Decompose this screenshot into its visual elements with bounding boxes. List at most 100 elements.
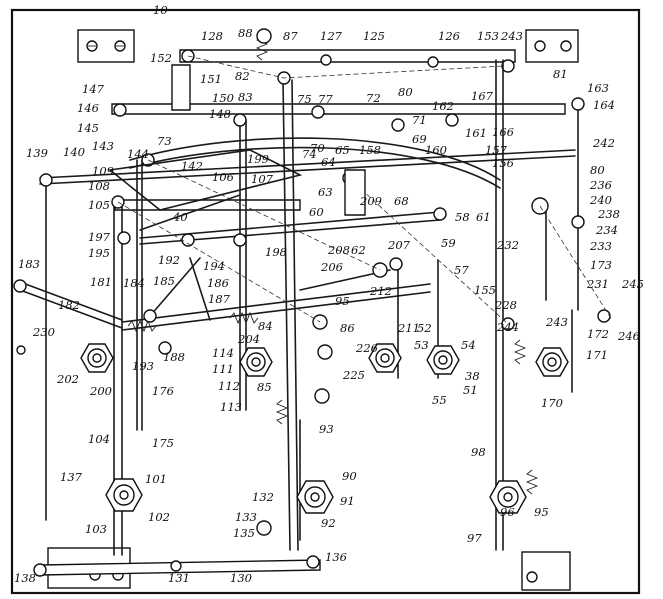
reference-numeral: 71 (412, 113, 427, 127)
reference-numeral: 93 (319, 422, 334, 436)
reference-numeral: 230 (32, 325, 55, 339)
reference-numeral: 83 (238, 90, 253, 104)
reference-numeral: 151 (200, 72, 222, 86)
reference-numeral: 101 (145, 472, 167, 486)
reference-numeral: 114 (212, 346, 234, 360)
reference-numeral: 166 (492, 125, 514, 139)
pivot-pins (13, 28, 611, 536)
reference-numeral: 74 (302, 147, 317, 161)
reference-numeral: 144 (127, 147, 149, 161)
reference-numeral: 105 (88, 198, 110, 212)
reference-numeral: 106 (212, 170, 234, 184)
reference-numeral: 188 (163, 350, 185, 364)
reference-numeral: 60 (309, 205, 324, 219)
reference-numeral: 163 (587, 81, 609, 95)
reference-numeral: 87 (283, 29, 298, 43)
reference-numeral: 143 (92, 139, 114, 153)
reference-numeral: 80 (590, 163, 605, 177)
reference-numeral: 70 (310, 141, 325, 155)
reference-numeral: 91 (340, 494, 355, 508)
reference-numeral: 62 (351, 243, 366, 257)
reference-numeral: 158 (359, 143, 381, 157)
reference-numeral: 243 (545, 315, 568, 329)
reference-numeral: 172 (587, 327, 609, 341)
reference-numeral: 199 (247, 152, 269, 166)
reference-numeral: 236 (589, 178, 612, 192)
reference-numeral: 183 (18, 257, 40, 271)
reference-numeral: 96 (500, 505, 515, 519)
reference-numeral: 160 (425, 143, 447, 157)
reference-numeral: 185 (153, 274, 175, 288)
reference-numeral: 102 (148, 510, 170, 524)
reference-numeral: 92 (321, 516, 336, 530)
reference-numeral: 206 (320, 260, 343, 274)
reference-numeral: 173 (590, 258, 612, 272)
reference-numeral: 82 (235, 69, 250, 83)
reference-numeral: 146 (77, 101, 99, 115)
reference-numeral: 95 (534, 505, 549, 519)
reference-numeral: 147 (82, 82, 105, 96)
reference-numeral: 58 (455, 210, 470, 224)
reference-numeral: 209 (359, 194, 382, 208)
reference-numeral: 192 (158, 253, 180, 267)
reference-numeral: 240 (589, 193, 612, 207)
top-cross-bar (179, 49, 516, 73)
reference-numeral: 127 (320, 29, 343, 43)
reference-numeral: 197 (88, 230, 111, 244)
reference-numeral: 130 (230, 571, 252, 585)
reference-numeral: 81 (553, 67, 568, 81)
reference-numeral: 111 (212, 362, 234, 376)
reference-numeral: 242 (592, 136, 615, 150)
reference-numeral: 244 (496, 320, 519, 334)
reference-numeral: 63 (318, 185, 333, 199)
reference-numeral: 51 (463, 383, 478, 397)
bracket-top-right (525, 29, 579, 63)
reference-numeral: 59 (441, 236, 456, 250)
springs (127, 35, 539, 495)
reference-numeral: 84 (258, 319, 273, 333)
base-plate-frame (10, 8, 641, 595)
reference-numeral: 131 (168, 571, 190, 585)
reference-numeral: 182 (58, 298, 80, 312)
reference-numeral: 157 (485, 143, 508, 157)
reference-numeral: 202 (56, 372, 79, 386)
reference-numeral: 186 (207, 276, 229, 290)
reference-numeral: 137 (60, 470, 83, 484)
reference-numeral: 54 (461, 338, 476, 352)
reference-numeral: 112 (218, 379, 240, 393)
reference-numeral: 171 (586, 348, 608, 362)
reference-numeral: 225 (342, 368, 365, 382)
reference-numeral: 55 (432, 393, 447, 407)
reference-numeral: 234 (595, 223, 618, 237)
reference-numeral: 148 (209, 107, 231, 121)
reference-numeral: 10 (153, 3, 168, 17)
reference-numeral: 139 (26, 146, 48, 160)
reference-numeral: 64 (321, 155, 336, 169)
reference-numeral: 57 (454, 263, 469, 277)
hex-nuts (80, 343, 569, 514)
reference-numeral: 243 (500, 29, 523, 43)
reference-numeral: 226 (355, 341, 378, 355)
reference-numeral: 109 (92, 164, 114, 178)
reference-numeral: 207 (387, 238, 411, 252)
reference-numeral: 61 (476, 210, 491, 224)
reference-numeral: 135 (233, 526, 255, 540)
reference-numeral: 175 (152, 436, 174, 450)
reference-numeral: 73 (157, 134, 172, 148)
reference-numeral: 85 (257, 380, 272, 394)
reference-numeral: 164 (593, 98, 615, 112)
reference-numeral: 161 (465, 126, 487, 140)
reference-numeral: 133 (235, 510, 257, 524)
reference-numeral: 138 (14, 571, 36, 585)
reference-numeral: 152 (150, 51, 172, 65)
reference-numeral: 228 (494, 298, 517, 312)
reference-numeral: 150 (212, 91, 234, 105)
reference-numeral: 53 (414, 338, 429, 352)
reference-numeral: 40 (172, 210, 188, 224)
bottom-cross-bar (33, 555, 321, 577)
reference-numeral: 128 (201, 29, 223, 43)
reference-numeral: 126 (438, 29, 460, 43)
reference-numeral: 98 (471, 445, 486, 459)
